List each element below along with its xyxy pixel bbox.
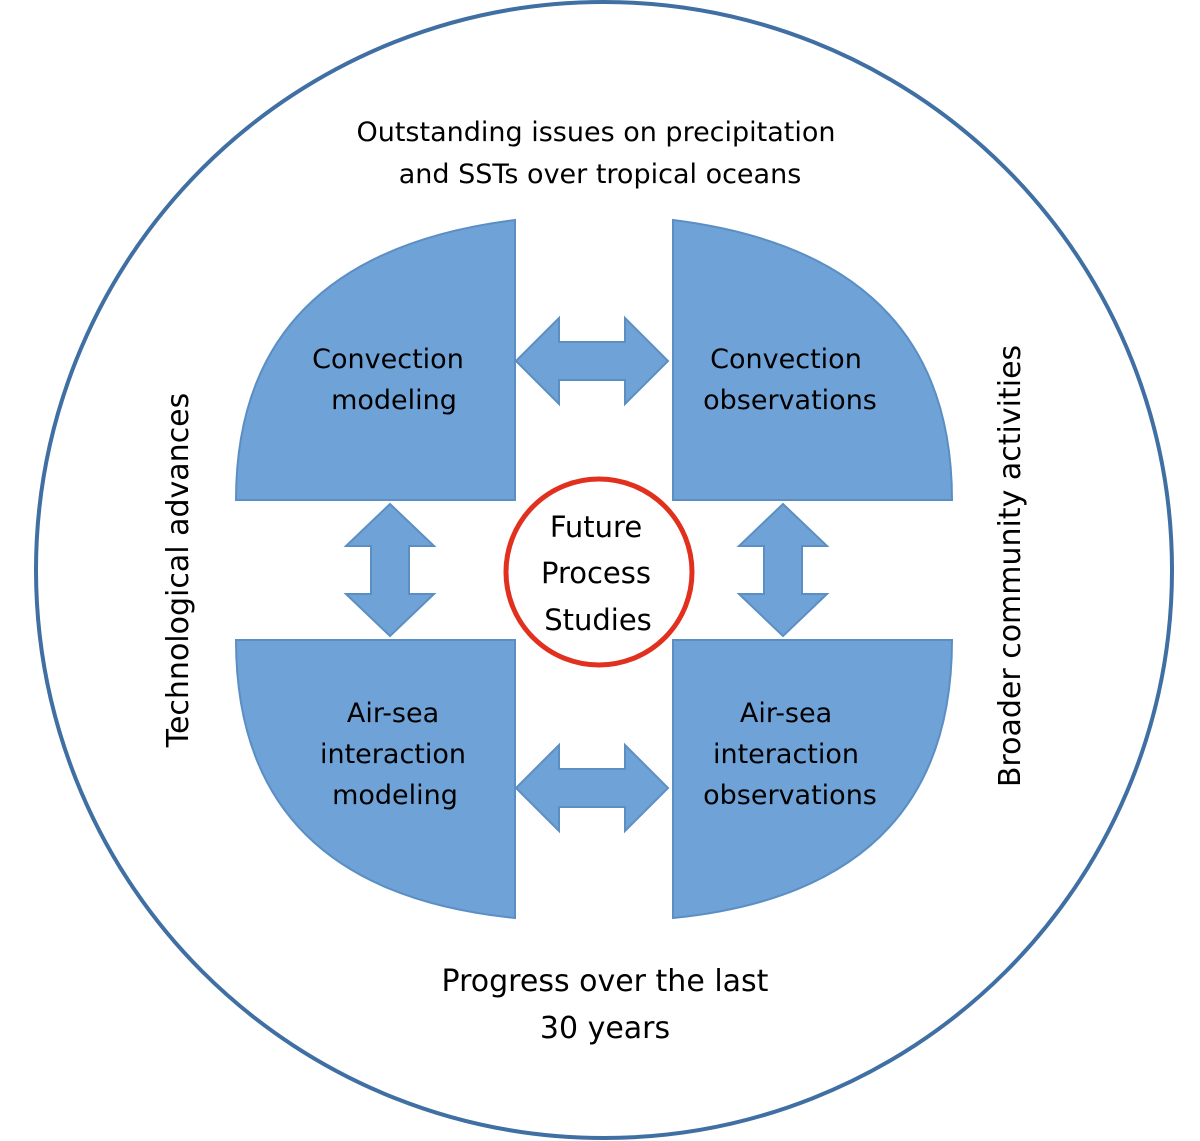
air-sea-observations-label-line-3: observations (703, 780, 877, 811)
center-label-line-2: Process (541, 556, 651, 590)
right-label: Broader community activities (993, 345, 1028, 787)
convection-modeling-label-line-2: modeling (331, 385, 457, 416)
double-arrow-icon (343, 502, 437, 638)
left-label: Technological advances (161, 393, 196, 749)
convection-observations-shape (672, 218, 954, 501)
center-label-line-3: Studies (544, 603, 652, 637)
air-sea-modeling-label-line-3: modeling (332, 780, 458, 811)
air-sea-modeling-label-line-1: Air-sea (347, 698, 439, 729)
double-arrow-icon (514, 315, 670, 407)
air-sea-modeling-shape (234, 639, 516, 920)
convection-observations-label-line-2: observations (703, 385, 877, 416)
air-sea-observations-shape (672, 639, 954, 920)
air-sea-observations-label-line-1: Air-sea (740, 698, 832, 729)
outer-boundary-circle (34, 0, 1174, 1140)
double-arrow-icon (736, 502, 830, 638)
center-label-line-1: Future (550, 510, 642, 544)
air-sea-observations-label-line-2: interaction (713, 739, 859, 770)
bottom-label-line-1: Progress over the last (442, 964, 769, 999)
double-arrow-icon (514, 742, 670, 834)
top-label-line-1: Outstanding issues on precipitation (356, 117, 835, 148)
convection-modeling-shape (234, 218, 516, 501)
air-sea-modeling-label-line-2: interaction (320, 739, 466, 770)
convection-observations-label-line-1: Convection (710, 344, 862, 375)
bottom-label-line-2: 30 years (540, 1011, 670, 1046)
top-label-line-2: and SSTs over tropical oceans (399, 159, 802, 190)
convection-modeling-label-line-1: Convection (312, 344, 464, 375)
center-circle (503, 476, 695, 668)
